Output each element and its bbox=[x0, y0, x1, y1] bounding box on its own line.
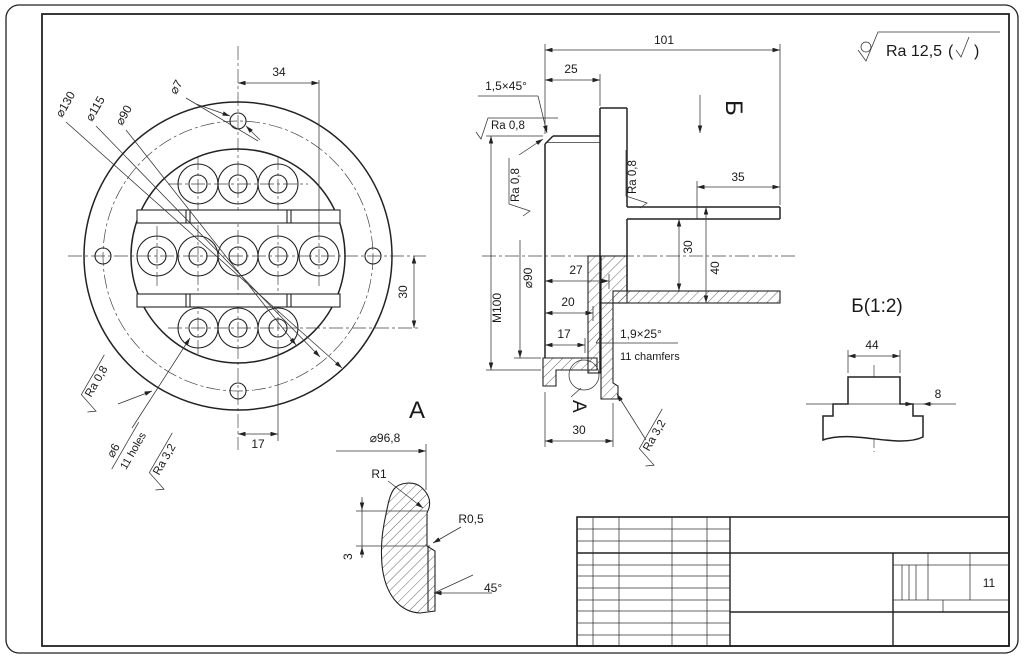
detail-a-r05: R0,5 bbox=[458, 512, 484, 526]
detail-a-marker bbox=[568, 359, 600, 391]
inner-border bbox=[41, 13, 1010, 647]
roughness-rim: Ra 3,2 bbox=[638, 408, 669, 467]
bolt-hole bbox=[94, 247, 112, 265]
bottom-plate-section bbox=[612, 290, 781, 304]
title-block-right: 11 bbox=[730, 552, 1009, 646]
dim-25: 25 bbox=[564, 62, 578, 76]
detail-a-ref-label: A bbox=[568, 400, 589, 413]
dim-30: 30 bbox=[396, 285, 410, 299]
insert-wall-section bbox=[587, 255, 602, 374]
bolt-hole bbox=[364, 247, 382, 265]
ra-face-label: Ra 3,2 bbox=[151, 442, 178, 477]
ra-top-label: Ra 0,8 bbox=[491, 120, 525, 132]
dia-inner-label: ⌀90 bbox=[112, 102, 135, 127]
detail-a-dia: ⌀96,8 bbox=[370, 431, 401, 445]
title-block-grid bbox=[577, 517, 731, 646]
dim-27: 27 bbox=[569, 263, 583, 277]
ra-left-label: Ra 0,8 bbox=[83, 364, 110, 399]
dia-pin-hole-label: ⌀6 bbox=[104, 441, 123, 460]
dia-bolt-circle-label: ⌀115 bbox=[82, 93, 107, 123]
ra-rim-label: Ra 3,2 bbox=[641, 418, 668, 453]
flange-rim-section bbox=[600, 302, 619, 400]
detail-a-angle: 45° bbox=[484, 581, 502, 595]
dim-30-plates: 30 bbox=[681, 240, 695, 254]
thread-label: M100 bbox=[490, 293, 504, 323]
dia-bore-label: ⌀90 bbox=[521, 267, 535, 288]
dim-17: 17 bbox=[251, 437, 265, 451]
detail-a-view: A ⌀96,8 R1 R0,5 3 45° bbox=[336, 397, 502, 614]
detail-a-title: A bbox=[409, 397, 425, 424]
insert-circle bbox=[130, 148, 346, 364]
sheet-number: 11 bbox=[983, 576, 996, 590]
detail-a-r1: R1 bbox=[371, 467, 387, 481]
ra-thread-label: Ra 0,8 bbox=[510, 168, 522, 202]
small-check-icon bbox=[955, 36, 970, 58]
view-b-label: Б bbox=[720, 100, 747, 116]
flange-hub-section bbox=[600, 255, 628, 304]
general-roughness-note: Ra 12,5 ( ) bbox=[857, 31, 1000, 62]
pin-chamfer-count: 11 chamfers bbox=[620, 351, 680, 363]
dim-35: 35 bbox=[731, 170, 745, 184]
detail-b-dim44: 44 bbox=[865, 338, 879, 352]
dim-34: 34 bbox=[272, 65, 286, 79]
detail-b-dim8: 8 bbox=[935, 387, 942, 401]
detail-b-title: Б(1:2) bbox=[851, 296, 903, 317]
paren-open: ( bbox=[948, 43, 954, 60]
pin-chamfer-note: 1,9×25° bbox=[620, 327, 662, 341]
pin-hole-note: ⌀6 11 holes bbox=[104, 422, 149, 472]
dim-30-bottom: 30 bbox=[572, 423, 586, 437]
flange-outer-circle bbox=[83, 101, 393, 411]
dia-outer-label: ⌀130 bbox=[52, 89, 78, 120]
roughness-thread: Ra 0,8 bbox=[508, 158, 531, 217]
outer-border bbox=[5, 4, 1019, 654]
general-roughness-value: Ra 12,5 bbox=[886, 43, 942, 60]
pin-hole-count-label: 11 holes bbox=[118, 430, 149, 472]
detail-b-view: Б(1:2) 44 8 bbox=[806, 296, 956, 452]
detail-a-dim3: 3 bbox=[341, 553, 355, 560]
roughness-ra32: Ra 3,2 bbox=[148, 432, 179, 491]
dim-17-section: 17 bbox=[557, 327, 571, 341]
sheet-frame bbox=[5, 4, 1019, 654]
section-view: A 101 25 1,5×45° Ra 0,8 Ra 0,8 Ra 0,8 bbox=[475, 33, 798, 467]
front-view: ⌀130 ⌀115 ⌀90 ⌀7 34 17 30 Ra 0,8 ⌀6 11 h… bbox=[52, 46, 426, 491]
dim-101: 101 bbox=[654, 33, 674, 47]
dim-20: 20 bbox=[561, 295, 575, 309]
key-bar-top bbox=[136, 209, 341, 224]
roughness-ra08: Ra 0,8 bbox=[80, 354, 111, 413]
dim-40-plates: 40 bbox=[708, 261, 722, 275]
ra-flange-label: Ra 0,8 bbox=[627, 160, 639, 194]
pin-holes bbox=[136, 163, 340, 349]
roughness-top: Ra 0,8 bbox=[475, 117, 558, 140]
top-plate bbox=[627, 206, 781, 220]
bolt-circle bbox=[102, 120, 374, 392]
roughness-circle-icon bbox=[860, 41, 872, 53]
roughness-flange: Ra 0,8 bbox=[625, 150, 648, 209]
title-block: 11 bbox=[576, 516, 1010, 647]
roughness-check-icon bbox=[857, 31, 1000, 62]
bolt-hole bbox=[229, 382, 247, 400]
key-bar-bottom bbox=[136, 293, 341, 308]
detail-b-profile bbox=[822, 376, 924, 442]
paren-close: ) bbox=[974, 43, 979, 60]
chamfer-note: 1,5×45° bbox=[485, 79, 527, 93]
lip-section-shape bbox=[380, 482, 436, 614]
dia-bolt-hole-label: ⌀7 bbox=[166, 77, 185, 96]
